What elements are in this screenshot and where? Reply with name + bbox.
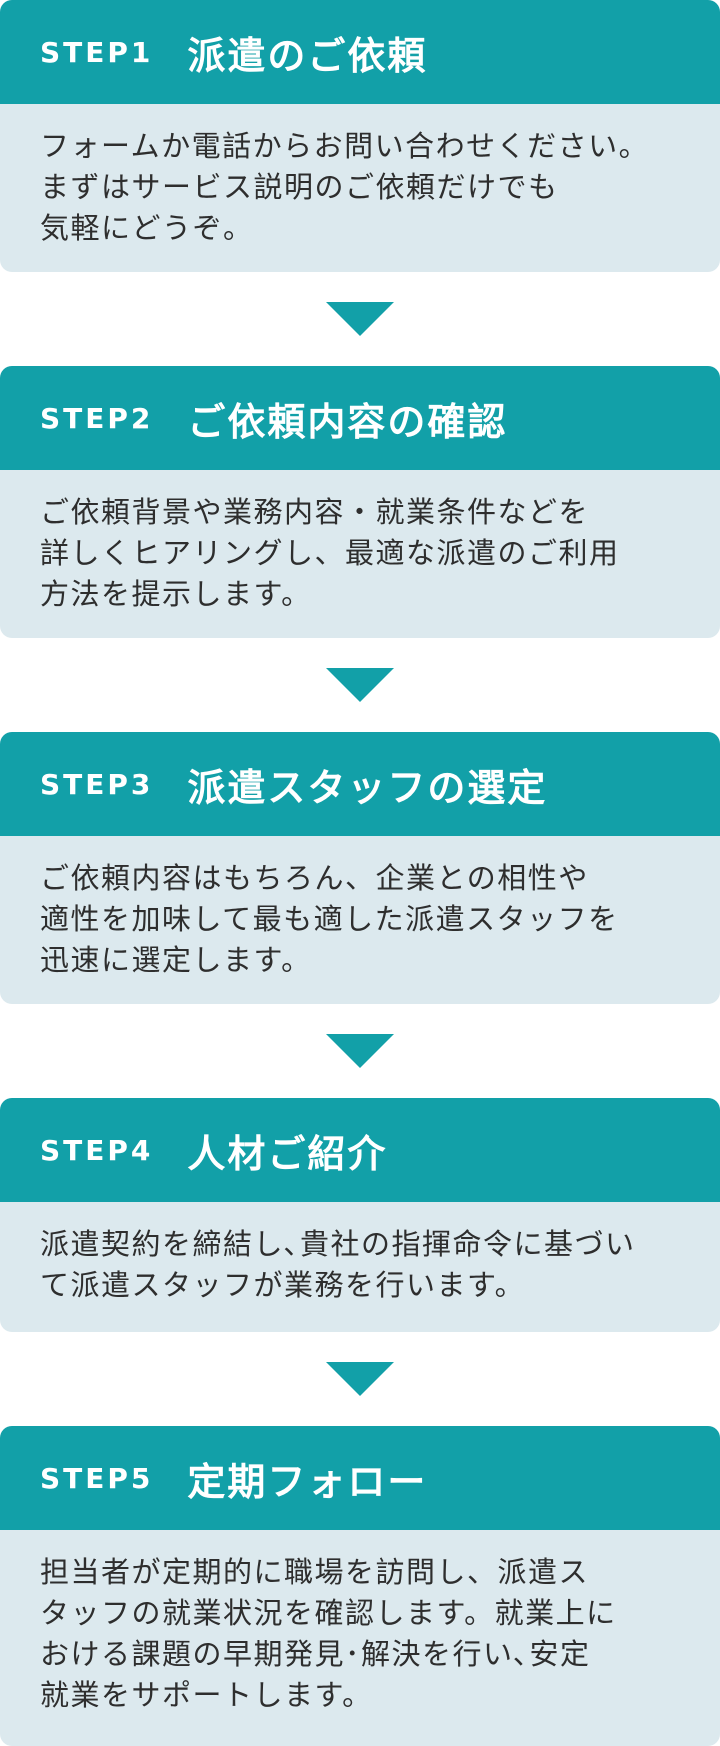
step-4-description: 派遣契約を締結し､貴社の指揮命令に基づい て派遣スタッフが業務を行います。 xyxy=(40,1227,636,1302)
step-2-description: ご依頼背景や業務内容・就業条件などを 詳しくヒアリングし、最適な派遣のご利用 方… xyxy=(40,495,620,611)
chevron-down-icon xyxy=(326,1034,394,1068)
step-1-title: 派遣のご依頼 xyxy=(187,33,428,78)
step-3-description: ご依頼内容はもちろん、企業との相性や 適性を加味して最も適した派遣スタッフを 迅… xyxy=(40,861,619,977)
step-5-header: STEP5 定期フォロー xyxy=(0,1426,720,1530)
step-5-description: 担当者が定期的に職場を訪問し、派遣ス タッフの就業状況を確認します。就業上に お… xyxy=(40,1555,617,1712)
step-4-header: STEP4 人材ご紹介 xyxy=(0,1098,720,1202)
step-1-description: フォームか電話からお問い合わせください。 まずはサービス説明のご依頼だけでも 気… xyxy=(40,129,650,245)
step-3-header: STEP3 派遣スタッフの選定 xyxy=(0,732,720,836)
step-4-label: STEP4 xyxy=(40,1133,154,1167)
step-3-label: STEP3 xyxy=(40,767,154,801)
step-4-card: STEP4 人材ご紹介 派遣契約を締結し､貴社の指揮命令に基づい て派遣スタッフ… xyxy=(0,1098,720,1332)
step-2-card: STEP2 ご依頼内容の確認 ご依頼背景や業務内容・就業条件などを 詳しくヒアリ… xyxy=(0,366,720,638)
step-1-header: STEP1 派遣のご依頼 xyxy=(0,0,720,104)
chevron-down-icon xyxy=(326,302,394,336)
step-1-card: STEP1 派遣のご依頼 フォームか電話からお問い合わせください。 まずはサービ… xyxy=(0,0,720,272)
chevron-down-icon xyxy=(326,1362,394,1396)
step-2-header: STEP2 ご依頼内容の確認 xyxy=(0,366,720,470)
step-3-card: STEP3 派遣スタッフの選定 ご依頼内容はもちろん、企業との相性や 適性を加味… xyxy=(0,732,720,1004)
step-5-card: STEP5 定期フォロー 担当者が定期的に職場を訪問し、派遣ス タッフの就業状況… xyxy=(0,1426,720,1746)
step-5-label: STEP5 xyxy=(40,1461,154,1495)
step-4-title: 人材ご紹介 xyxy=(187,1131,388,1176)
step-2-label: STEP2 xyxy=(40,401,154,435)
step-3-title: 派遣スタッフの選定 xyxy=(187,765,548,810)
chevron-down-icon xyxy=(326,668,394,702)
step-2-title: ご依頼内容の確認 xyxy=(187,399,508,444)
step-5-title: 定期フォロー xyxy=(187,1459,428,1504)
step-1-label: STEP1 xyxy=(40,35,154,69)
